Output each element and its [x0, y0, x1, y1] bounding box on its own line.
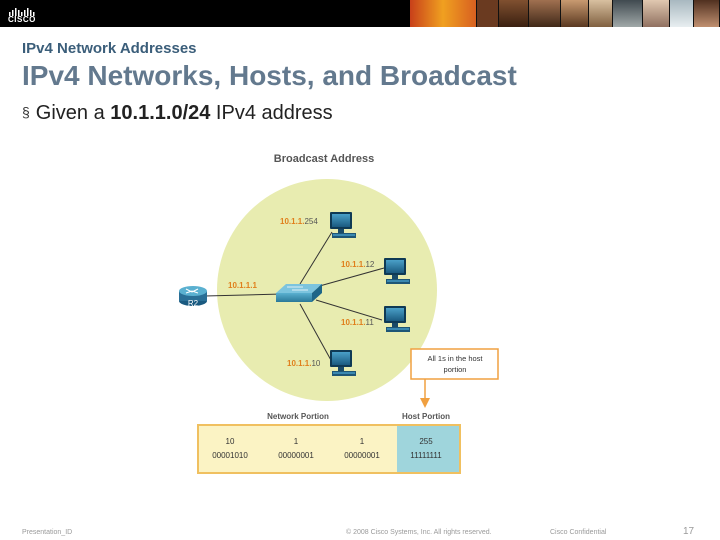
octet-binary: 00001010: [212, 451, 248, 460]
banner-photo: [643, 0, 670, 27]
callout-arrow: [420, 379, 430, 408]
bullet-address: 10.1.1.0/24: [110, 102, 211, 124]
bullet-point: § Given a 10.1.1.0/24 IPv4 address: [22, 102, 333, 125]
photo-strip: [410, 0, 720, 27]
banner-photo: [693, 0, 720, 27]
octet-binary: 11111111: [410, 451, 442, 460]
top-banner: CISCO: [0, 0, 720, 27]
octet-binary: 00000001: [344, 451, 380, 460]
banner-photo: [561, 0, 590, 27]
diagram-title: Broadcast Address: [274, 153, 374, 165]
network-area: [217, 179, 437, 401]
host-ip-label: 10.1.1.11: [341, 318, 374, 327]
callout-box: [410, 348, 499, 380]
callout-line-1: All 1s in the host: [427, 354, 483, 363]
router-label: R2: [188, 299, 199, 308]
network-portion-label: Network Portion: [267, 412, 329, 421]
octet-decimal: 10: [226, 437, 235, 446]
octet-decimal: 1: [294, 437, 299, 446]
banner-photo: [669, 0, 694, 27]
slide-title: IPv4 Networks, Hosts, and Broadcast: [22, 60, 517, 91]
page-number: 17: [683, 526, 695, 537]
footer-presentation-id: Presentation_ID: [22, 529, 73, 536]
banner-photo: [589, 0, 614, 27]
banner-photo: [410, 0, 477, 27]
slide-subtitle: IPv4 Network Addresses: [22, 40, 197, 57]
router-icon: [179, 286, 207, 306]
address-table: [197, 424, 461, 474]
banner-photo: [613, 0, 644, 27]
switch-icon: [276, 284, 322, 302]
bullet-prefix: Given a: [35, 102, 111, 124]
router-ip: 10.1.1.1: [228, 281, 257, 290]
host-ip-label: 10.1.1.12: [341, 260, 375, 269]
octet-binary: 00000001: [278, 451, 314, 460]
host-portion-label: Host Portion: [402, 412, 450, 421]
octet-decimal: 255: [419, 437, 433, 446]
footer-confidential: Cisco Confidential: [550, 529, 607, 536]
logo-text: CISCO: [8, 15, 36, 24]
octet-decimal: 1: [360, 437, 365, 446]
cisco-logo: CISCO: [8, 4, 42, 24]
banner-photo: [476, 0, 500, 27]
host-ip-label: 10.1.1.10: [287, 359, 321, 368]
bullet-icon: §: [22, 104, 30, 120]
host-ip-label: 10.1.1.254: [280, 217, 318, 226]
bullet-suffix: IPv4 address: [210, 102, 333, 124]
footer-copyright: © 2008 Cisco Systems, Inc. All rights re…: [346, 529, 492, 536]
banner-photo: [529, 0, 562, 27]
banner-photo: [499, 0, 530, 27]
callout-line-2: portion: [444, 365, 467, 374]
network-links: [204, 231, 385, 363]
